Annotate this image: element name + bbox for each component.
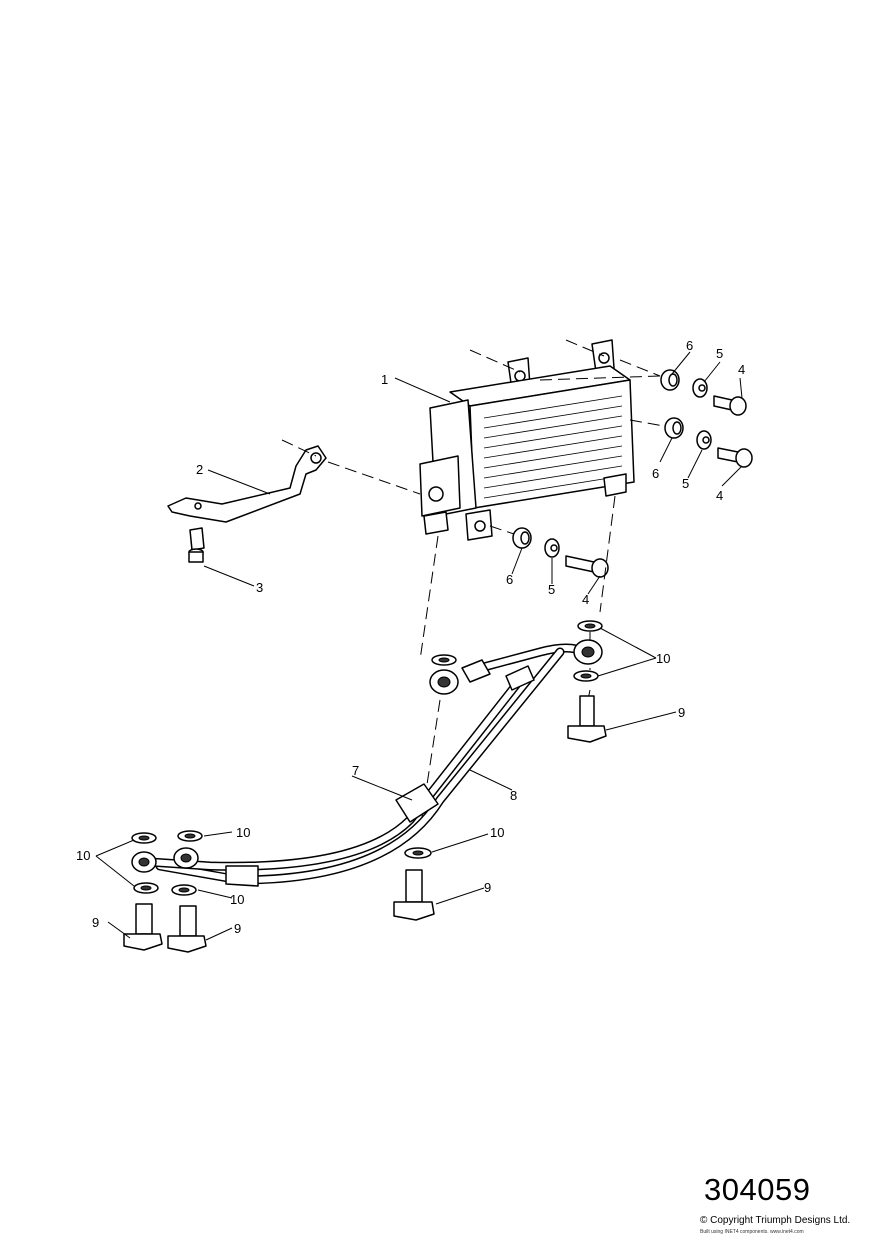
fixings-upper-row	[660, 369, 753, 468]
callout-6-mid: 6	[652, 466, 659, 481]
callout-6-top: 6	[686, 338, 693, 353]
callout-4-mid: 4	[716, 488, 723, 503]
sealing-washers-part	[131, 620, 603, 896]
cap-screw-part	[188, 527, 205, 563]
callout-2: 2	[196, 462, 203, 477]
callout-9-left: 9	[92, 915, 99, 930]
diagram-number: 304059	[704, 1172, 811, 1207]
callout-10-left-group: 10	[76, 848, 90, 863]
callout-labels: 1 2 3 6 5 4 6 5 4 6 5 4 7 8 10 9 10 10 1…	[76, 338, 745, 936]
callout-10-left-bottom: 10	[230, 892, 244, 907]
callout-9-left-second: 9	[234, 921, 241, 936]
callout-4-top: 4	[738, 362, 745, 377]
copyright-notice: © Copyright Triumph Designs Ltd.	[700, 1215, 851, 1226]
callout-5-low: 5	[548, 582, 555, 597]
callout-10-center: 10	[490, 825, 504, 840]
mounting-bracket-part	[167, 445, 327, 523]
callout-5-top: 5	[716, 346, 723, 361]
callout-6-low: 6	[506, 572, 513, 587]
cooler-fins	[483, 395, 623, 499]
assembly-guide-lines	[281, 339, 665, 831]
fixings-lower-row	[512, 527, 609, 578]
callout-5-mid: 5	[682, 476, 689, 491]
callout-7: 7	[352, 763, 359, 778]
callout-10-left-top: 10	[236, 825, 250, 840]
callout-4-low: 4	[582, 592, 589, 607]
callout-9-upper-right: 9	[678, 705, 685, 720]
callout-8: 8	[510, 788, 517, 803]
leader-lines	[95, 351, 743, 941]
callout-3: 3	[256, 580, 263, 595]
callout-9-center: 9	[484, 880, 491, 895]
built-with-notice: Built using INET4 components. www.inet4.…	[700, 1229, 804, 1235]
oil-cooler-part	[419, 339, 635, 541]
banjo-bolts-part	[123, 695, 607, 953]
oil-hoses-part	[131, 639, 603, 887]
callout-10-upper-right: 10	[656, 651, 670, 666]
callout-1: 1	[381, 372, 388, 387]
